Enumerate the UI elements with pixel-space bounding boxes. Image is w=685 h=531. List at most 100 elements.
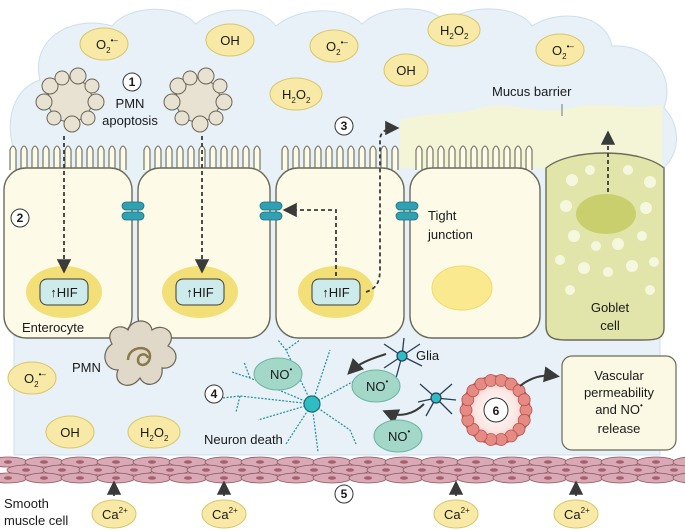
villus [86, 145, 94, 170]
villus [53, 145, 61, 170]
muscle-nucleus [490, 468, 498, 472]
villus [347, 145, 355, 170]
villus [220, 145, 228, 170]
smooth-muscle-layer [0, 456, 685, 484]
muscle-nucleus [148, 460, 156, 464]
smooth-muscle-fiber [672, 472, 685, 484]
goblet-line-2: cell [600, 318, 620, 333]
svg-text:NO•: NO• [388, 427, 411, 444]
labels: PMN apoptosis Mucus barrier Tight juncti… [4, 84, 630, 528]
villus [42, 145, 50, 170]
svg-text:O2•–: O2•– [24, 370, 46, 389]
step-1: 1 [129, 75, 136, 89]
muscle-nucleus [436, 476, 444, 480]
smooth-muscle-line-1: Smooth [4, 496, 49, 511]
tight-junctions [121, 201, 419, 221]
villus [292, 145, 300, 170]
muscle-nucleus [580, 460, 588, 464]
calcium-bubbles: Ca2+ Ca2+ Ca2+ Ca2+ [91, 499, 599, 529]
goblet-line-1: Goblet [591, 300, 630, 315]
villus [358, 145, 366, 170]
ros-superoxide-4: O2•– [7, 361, 57, 395]
muscle-nucleus [508, 460, 516, 464]
smooth-muscle-line-2: muscle cell [4, 513, 68, 528]
svg-text:Ca2+: Ca2+ [564, 506, 590, 522]
muscle-nucleus [112, 476, 120, 480]
vascular-line-3: and NO [595, 402, 640, 417]
hif-label: HIF [329, 285, 350, 300]
muscle-nucleus [400, 476, 408, 480]
hif-1: ↑HIF [26, 266, 102, 318]
svg-text:↑HIF: ↑HIF [322, 285, 350, 300]
step-5: 5 [341, 487, 348, 501]
muscle-nucleus [76, 476, 84, 480]
villus [231, 145, 239, 170]
muscle-nucleus [616, 460, 624, 464]
step-2: 2 [17, 211, 24, 225]
villus [514, 145, 522, 170]
glia-arrows [347, 353, 425, 425]
muscle-nucleus [598, 468, 606, 472]
blood-vessel [459, 374, 533, 446]
muscle-nucleus [184, 460, 192, 464]
villus [325, 145, 333, 170]
vessel-arrow [519, 366, 560, 387]
svg-text:Ca2+: Ca2+ [212, 506, 238, 522]
svg-text:OH: OH [60, 425, 80, 440]
muscle-nucleus [328, 476, 336, 480]
muscle-nucleus [166, 468, 174, 472]
villus [437, 145, 445, 170]
mucus-barrier-label: Mucus barrier [492, 84, 572, 99]
villus [426, 145, 434, 170]
step-4: 4 [211, 387, 218, 401]
hif-arrow: ↑ [186, 285, 193, 300]
villus [369, 145, 377, 170]
muscle-nucleus [256, 460, 264, 464]
muscle-nucleus [256, 476, 264, 480]
svg-text:Ca2+: Ca2+ [102, 506, 128, 522]
villus [253, 145, 261, 170]
villus [119, 145, 127, 170]
ros-superoxide-2: O2•– [309, 29, 359, 63]
villus [503, 145, 511, 170]
muscle-nucleus [580, 476, 588, 480]
villus [154, 145, 162, 170]
muscle-nucleus [508, 476, 516, 480]
villus [391, 145, 399, 170]
muscle-nucleus [22, 468, 30, 472]
glia-1-soma [396, 350, 408, 362]
tight-junction-line-2: junction [427, 227, 473, 242]
svg-text:OH: OH [220, 33, 240, 48]
villus [448, 145, 456, 170]
no-bubble-3: NO• [373, 419, 423, 453]
muscle-nucleus [544, 476, 552, 480]
svg-text:H2O2: H2O2 [440, 23, 469, 41]
svg-text:OH: OH [396, 63, 416, 78]
vascular-line-4: release [598, 421, 641, 436]
muscle-nucleus [364, 460, 372, 464]
muscle-nucleus [94, 468, 102, 472]
villus [108, 145, 116, 170]
muscle-nucleus [292, 460, 300, 464]
villus [314, 145, 322, 170]
svg-text:H2O2: H2O2 [140, 425, 169, 443]
vascular-box: Vascular permeability and NO• release [561, 355, 677, 451]
hif-label: HIF [193, 285, 214, 300]
ros-peroxide-1: H2O2 [427, 13, 481, 47]
muscle-nucleus [202, 468, 210, 472]
glia-label: Glia [416, 348, 440, 363]
muscle-nucleus [472, 460, 480, 464]
villus [492, 145, 500, 170]
villus [9, 145, 17, 170]
vascular-line-1: Vascular [594, 368, 644, 383]
svg-text:H2O2: H2O2 [282, 87, 311, 105]
pmn-cell [104, 320, 177, 386]
hif-2: ↑HIF [162, 266, 238, 318]
muscle-nucleus [130, 468, 138, 472]
goblet-cell [545, 152, 665, 341]
hif-3: ↑HIF [298, 266, 374, 318]
dashed-arrows [56, 120, 616, 293]
muscle-nucleus [616, 476, 624, 480]
ros-hydroxyl-1: OH [205, 23, 255, 57]
svg-text:O2•–: O2•– [552, 42, 574, 61]
